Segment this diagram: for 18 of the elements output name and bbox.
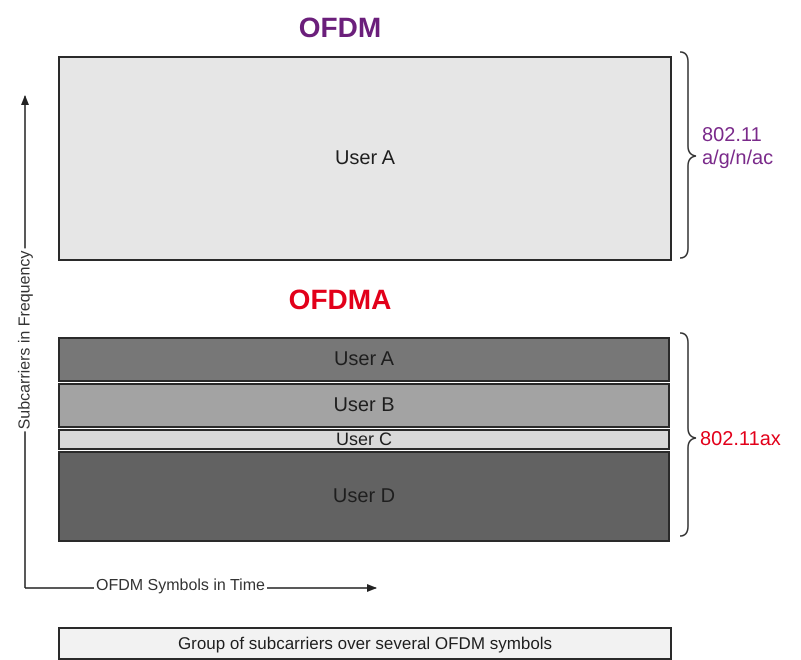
standard-label: 802.11 a/g/n/ac: [702, 124, 774, 170]
standard-label: 802.11ax: [700, 428, 781, 451]
section-heading: OFDMA: [288, 284, 392, 316]
block-label: User A: [334, 348, 394, 371]
block-label: User D: [332, 485, 396, 508]
section-heading: OFDM: [298, 12, 382, 44]
axis-label: Subcarriers in Frequency: [16, 248, 34, 432]
block-label: User B: [333, 394, 395, 417]
resource-block: [58, 337, 670, 382]
block-label: User A: [334, 147, 396, 170]
axis-label: OFDM Symbols in Time: [94, 577, 267, 595]
block-label: Group of subcarriers over several OFDM symbols: [178, 634, 552, 654]
block-label: User C: [336, 429, 392, 450]
legend-box: [58, 627, 672, 660]
resource-block: [58, 56, 672, 261]
resource-block: [58, 429, 670, 450]
resource-block: [58, 451, 670, 542]
resource-block: [58, 383, 670, 428]
